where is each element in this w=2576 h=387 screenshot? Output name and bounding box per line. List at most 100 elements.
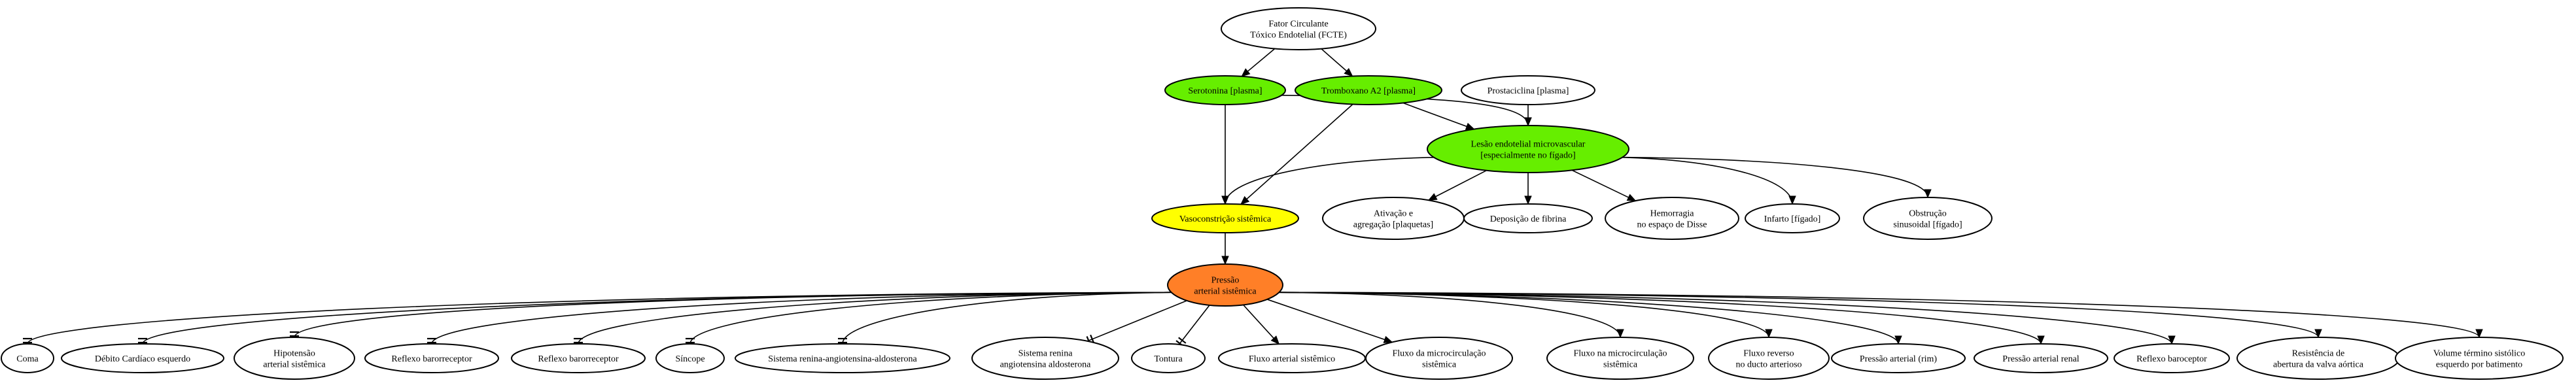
node-tontura[interactable]: Tontura [1131,343,1206,373]
edge-fcte-to-tromboxano [1321,48,1353,77]
edge-line [1274,292,1621,338]
node-lesao[interactable]: Lesão endotelial microvascular[especialm… [1427,125,1629,173]
node-pressao_rim[interactable]: Pressão arterial (rim) [1831,343,1966,373]
edge-pressao-to-reflexo2 [574,292,1177,345]
node-reflexo2[interactable]: Reflexo barorreceptor [511,343,646,373]
edge-line [1240,103,1353,205]
node-label: sistêmica [1422,360,1457,370]
node-ellipse [1546,337,1694,380]
edge-line [1274,292,2172,345]
edge-prostaciclina-to-lesao [1524,105,1532,127]
edge-line [1225,156,1443,205]
node-ellipse [1131,343,1206,373]
edge-pressao-to-resistencia [1274,292,2322,339]
edge-line [1274,292,1899,345]
arrowhead [1240,195,1250,205]
node-vasoconstricao[interactable]: Vasoconstrição sistêmica [1151,203,1299,233]
arrowhead [1765,329,1773,339]
arrowhead [1427,193,1438,201]
node-ellipse [1167,263,1283,307]
edge-pressao-to-reflexo_baro [1274,292,2176,345]
node-label: angiotensina aldosterona [1000,360,1092,370]
node-infarto[interactable]: Infarto [fígado] [1745,203,1840,233]
tee-bar [1178,337,1187,344]
node-label: Tontura [1154,354,1183,364]
edge-pressao-to-sincope [686,292,1177,345]
node-ellipse [1708,337,1830,380]
edge-pressao-to-sra2 [1086,300,1187,345]
node-deposicao[interactable]: Deposição de fibrina [1463,203,1593,233]
node-label: Volume término sistólico [2433,349,2526,359]
arrowhead [1924,189,1932,199]
node-ellipse [1151,203,1299,233]
arrowhead [1221,256,1229,265]
edge-line [1243,304,1279,345]
edge-lesao-to-infarto [1613,156,1796,205]
arrowhead [1241,68,1251,77]
edge-line [1266,299,1393,343]
edge-pressao-to-pressao_rim [1274,292,1902,345]
edge-line [1087,300,1187,342]
node-prostaciclina[interactable]: Prostaciclina [plasma] [1461,75,1595,105]
node-sraa[interactable]: Sistema renina-angiotensina-aldosterona [735,343,950,373]
node-ellipse [1831,343,1966,373]
node-tromboxano[interactable]: Tromboxano A2 [plasma] [1295,75,1442,105]
node-label: sinusoidal [fígado] [1893,220,1962,230]
edge-pressao-to-volume [1274,292,2483,339]
node-label: abertura da valva aórtica [2273,360,2364,370]
arrowhead [1524,117,1532,127]
node-label: Obstrução [1909,209,1947,219]
node-ellipse [234,337,355,380]
node-label: Sistema renina-angiotensina-aldosterona [768,354,917,364]
node-label: Síncope [675,354,705,364]
node-label: Pressão [1211,276,1240,286]
node-serotonina[interactable]: Serotonina [plasma] [1164,75,1286,105]
node-debito[interactable]: Débito Cardíaco esquerdo [61,343,224,373]
arrowhead [2168,335,2176,345]
node-ellipse [655,343,725,373]
edge-pressao-to-fluxo_art [1243,304,1280,345]
edge-lesao-to-obstrucao [1613,156,1932,199]
node-label: Pressão arterial renal [2002,354,2079,364]
node-ellipse [971,337,1119,380]
node-label: Tromboxano A2 [plasma] [1321,86,1416,96]
arrowhead [1894,335,1902,345]
edge-lesao-to-vasoconstricao [1221,156,1443,205]
node-coma[interactable]: Coma [1,343,54,373]
node-label: Reflexo barorreceptor [538,354,619,364]
node-label: sistêmica [1603,360,1638,370]
node-label: Tóxico Endotelial (FCTE) [1250,31,1347,41]
arrowhead [1344,67,1353,77]
node-pressao_renal[interactable]: Pressão arterial renal [1974,343,2108,373]
edge-pressao-to-fluxo_micro1 [1266,299,1393,343]
node-fluxo_art[interactable]: Fluxo arterial sistêmico [1218,343,1366,373]
node-ellipse [1221,7,1376,50]
node-label: Hemorragia [1650,209,1695,219]
node-ellipse [1461,75,1595,105]
edge-line [1274,292,2480,338]
arrowhead [2037,335,2045,345]
edge-fcte-to-serotonina [1241,48,1276,77]
node-reflexo_baro[interactable]: Reflexo baroceptor [2114,343,2230,373]
node-ellipse [735,343,950,373]
node-sincope[interactable]: Síncope [655,343,725,373]
node-label: Débito Cardíaco esquerdo [95,354,190,364]
edge-pressao-to-hipotensao [290,292,1177,338]
node-ellipse [1863,197,1993,240]
node-reflexo1[interactable]: Reflexo barorreceptor [364,343,499,373]
node-ellipse [1365,337,1513,380]
node-label: Prostaciclina [plasma] [1488,86,1569,96]
